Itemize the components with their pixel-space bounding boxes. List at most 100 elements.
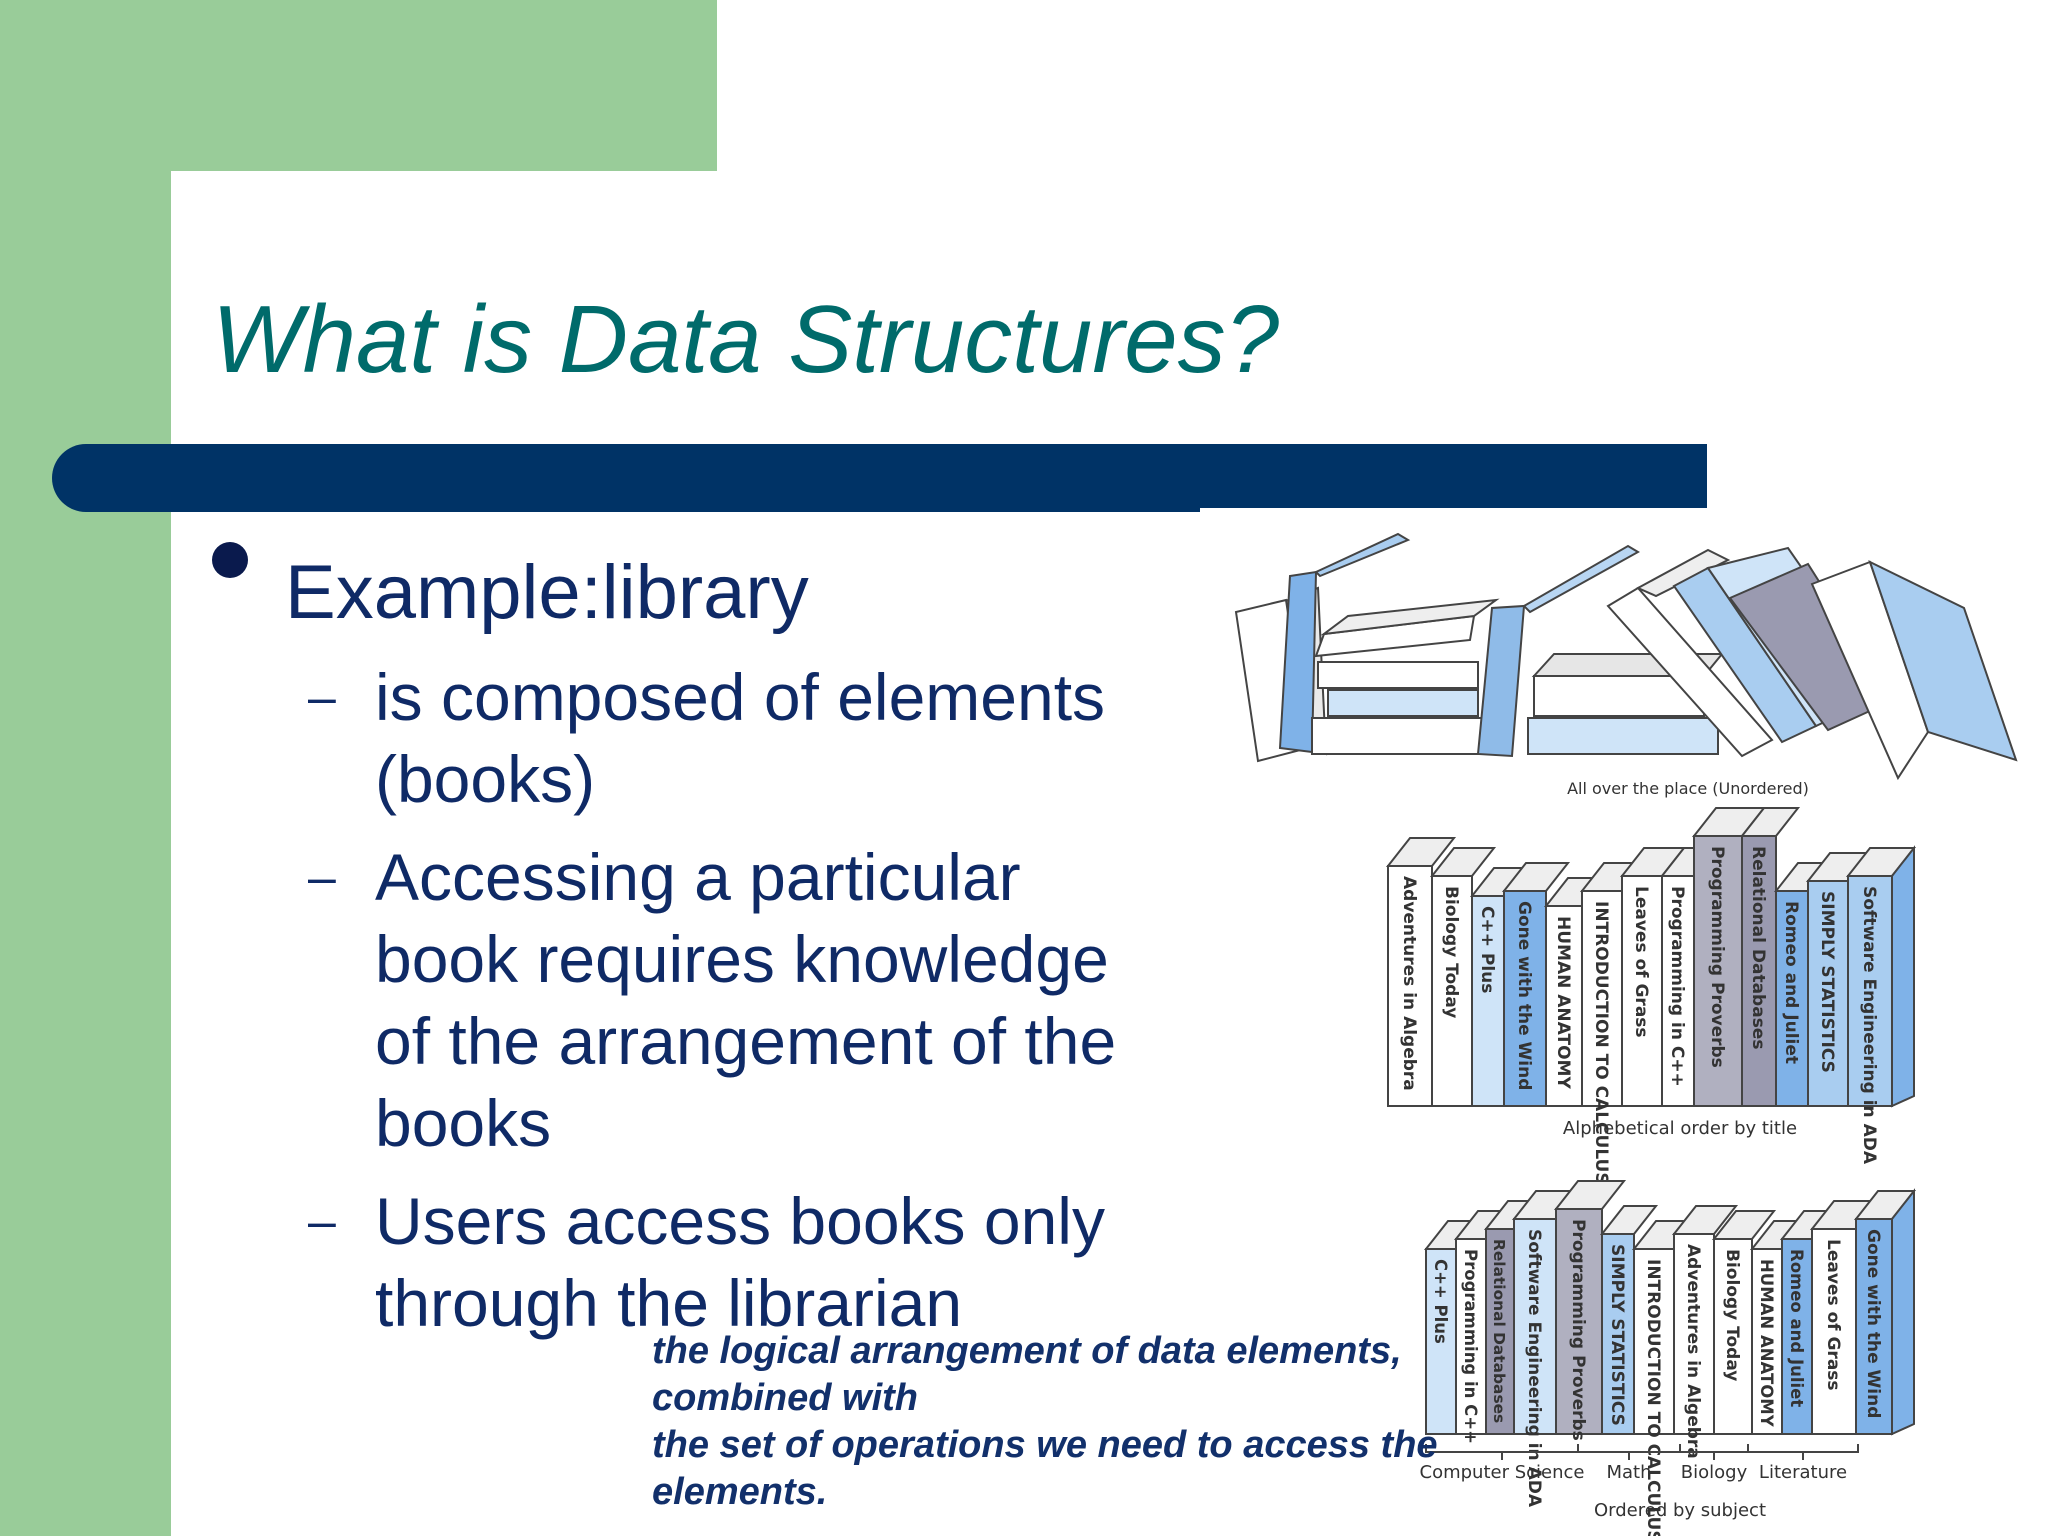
- book-title-leaves-of-grass: Leaves of Grass: [1823, 1239, 1843, 1391]
- book-cpp-plus: [1327, 689, 1479, 717]
- caption-line-2: combined with: [652, 1377, 918, 1419]
- subitem-3-line-2: through the librarian: [375, 1266, 963, 1340]
- book-spine-c-plus: [1471, 895, 1505, 1107]
- book-title-relational-databases: Relational Databases: [1748, 846, 1768, 1049]
- book-spine-software-engineering-in-ada: [1513, 1218, 1557, 1435]
- book-spine-programming-proverbs: [1555, 1208, 1603, 1435]
- shelf-end: [1891, 1188, 1915, 1436]
- top-green-band: [0, 0, 717, 171]
- unordered-books: [1234, 532, 2018, 781]
- group-bracket-math: [1577, 1444, 1681, 1460]
- book-title-biology-today: Biology Today: [1722, 1249, 1742, 1381]
- book-title-leaves-of-grass: Leaves of Grass: [1631, 886, 1651, 1038]
- library-books-illustration: All over the place (Unordered) Adventure…: [1208, 516, 2048, 1536]
- subitem-2-line-2: book requires knowledge: [375, 922, 1109, 996]
- caption-line-3: the set of operations we need to access …: [652, 1424, 1438, 1466]
- group-label-biology: Biology: [1681, 1462, 1748, 1483]
- left-green-band: [0, 0, 171, 1536]
- book-title-relational-databases: Relational Databases: [1490, 1239, 1508, 1423]
- book-spine-leaves-of-grass: [1811, 1228, 1857, 1435]
- subitem-2-line-3: of the arrangement of the: [375, 1004, 1117, 1078]
- book-adventures-in-algebra: [1606, 586, 1774, 758]
- group-label-computer-science: Computer Science: [1420, 1462, 1585, 1483]
- book-spine-romeo-and-juliet: [1775, 890, 1809, 1107]
- group-label-literature: Literature: [1759, 1462, 1847, 1483]
- book-edge: [1522, 544, 1640, 614]
- book-spine-software-engineering-in-ada: [1847, 875, 1893, 1107]
- book-title-romeo-and-juliet: Romeo and Juliet: [1787, 1249, 1806, 1407]
- book-title-programming-proverbs: Programming Proverbs: [1707, 846, 1727, 1068]
- book-programming-proverbs: [1527, 717, 1719, 755]
- book-software-engineering: [1278, 570, 1318, 754]
- definition-caption: the logical arrangement of data elements…: [652, 1328, 1512, 1516]
- book-title-gone-with-the-wind: Gone with the Wind: [1863, 1229, 1883, 1418]
- book-title-introduction-to-calculus: INTRODUCTION TO CALCULUS: [1643, 1259, 1663, 1536]
- book-title-adventures-in-algebra: Adventures in Algebra: [1399, 876, 1419, 1091]
- caption-line-1: the logical arrangement of data elements…: [652, 1330, 1402, 1372]
- book-spine-adventures-in-algebra: [1387, 865, 1433, 1107]
- book-spine-relational-databases: [1485, 1228, 1515, 1435]
- title-divider-bar: [52, 444, 1707, 512]
- book-title-gone-with-the-wind: Gone with the Wind: [1514, 901, 1534, 1090]
- book-spine-adventures-in-algebra: [1673, 1233, 1715, 1435]
- caption-line-4: elements.: [652, 1471, 828, 1513]
- book-spine-biology-today: [1713, 1238, 1753, 1435]
- subitem-1-line-1: is composed of elements: [375, 660, 1106, 734]
- book-biology-today: [1317, 661, 1479, 689]
- bullet-dot: [212, 542, 248, 578]
- book-top-programming-proverbs: [1553, 1180, 1627, 1210]
- subitem-2-line-4: books: [375, 1086, 552, 1160]
- book-spine-biology-today: [1431, 875, 1473, 1107]
- subject-label: Ordered by subject: [1594, 1500, 1766, 1521]
- subject-books: C++ Plus Programming in C++ Relational Dat…: [1423, 1180, 1917, 1536]
- book-spine-gone-with-the-wind: [1503, 890, 1547, 1107]
- book-spine-programming-in-c: [1455, 1238, 1487, 1435]
- divider-bar-notch: [1200, 508, 1707, 512]
- shelf-end: [1891, 845, 1915, 1108]
- book-spine-introduction-to-calculus: [1581, 890, 1623, 1107]
- book-edge: [1868, 560, 2018, 762]
- alphabetical-label: Alphebetical order by title: [1563, 1118, 1797, 1139]
- book-title-human-anatomy: HUMAN ANATOMY: [1757, 1259, 1776, 1428]
- book-title-introduction-to-calculus: INTRODUCTION TO CALCULUS: [1591, 901, 1611, 1185]
- subitem-3-line-1: Users access books only: [375, 1184, 1105, 1258]
- book-spine-programming-proverbs: [1693, 835, 1743, 1107]
- book-edge: [1314, 532, 1411, 578]
- book-title-romeo-and-juliet: Romeo and Juliet: [1781, 901, 1801, 1064]
- book-title-human-anatomy: HUMAN ANATOMY: [1553, 916, 1573, 1089]
- book-spine-simply-statistics: [1807, 880, 1849, 1107]
- book-gone-with-the-wind: [1476, 604, 1526, 758]
- book-title-programming-proverbs: Programming Proverbs: [1568, 1219, 1588, 1441]
- book-spine-simply-statistics: [1601, 1233, 1635, 1435]
- dash-marker: –: [308, 1193, 336, 1249]
- alphabetical-books: Adventures in Algebra Biology Today C++ Pl…: [1385, 807, 1917, 1185]
- book-spine-programming-in-c: [1661, 875, 1695, 1107]
- dash-marker: –: [308, 849, 336, 905]
- group-label-math: Math: [1606, 1462, 1651, 1483]
- dash-marker: –: [308, 669, 336, 725]
- book-spine-introduction-to-calculus: [1633, 1248, 1675, 1435]
- book-title-programming-in-c: Programming in C++: [1461, 1249, 1480, 1444]
- book-title-adventures-in-algebra: Adventures in Algebra: [1683, 1244, 1703, 1459]
- book-title-c-plus: C++ Plus: [1477, 906, 1497, 993]
- bullet-text: Example:library: [285, 550, 809, 635]
- book-title-simply-statistics: SIMPLY STATISTICS: [1607, 1244, 1627, 1426]
- book-title-software-engineering-in-ada: Software Engineering in ADA: [1859, 886, 1879, 1165]
- subitem-2-line-1: Accessing a particular: [375, 840, 1021, 914]
- book-title-simply-statistics: SIMPLY STATISTICS: [1817, 891, 1837, 1073]
- book-spine-human-anatomy: [1751, 1248, 1783, 1435]
- subject-groups: Computer Science Math Biology Literature: [1420, 1444, 1859, 1483]
- book-intro-calculus: [1311, 717, 1503, 755]
- book-spine-human-anatomy: [1545, 905, 1583, 1107]
- book-title-c-plus: C++ Plus: [1431, 1259, 1450, 1344]
- book-edge: [1635, 548, 1731, 598]
- subitem-1-line-2: (books): [375, 742, 596, 816]
- books-figure-svg: All over the place (Unordered) Adventure…: [1234, 532, 2018, 1536]
- unordered-label: All over the place (Unordered): [1567, 779, 1809, 798]
- slide-title: What is Data Structures?: [212, 286, 1280, 393]
- book-title-biology-today: Biology Today: [1441, 886, 1461, 1018]
- group-bracket-literature: [1747, 1444, 1859, 1460]
- book-edge: [1320, 598, 1500, 636]
- book-title-programming-in-c: Programming in C++: [1667, 886, 1687, 1087]
- book-title-software-engineering-in-ada: Software Engineering in ADA: [1524, 1229, 1544, 1508]
